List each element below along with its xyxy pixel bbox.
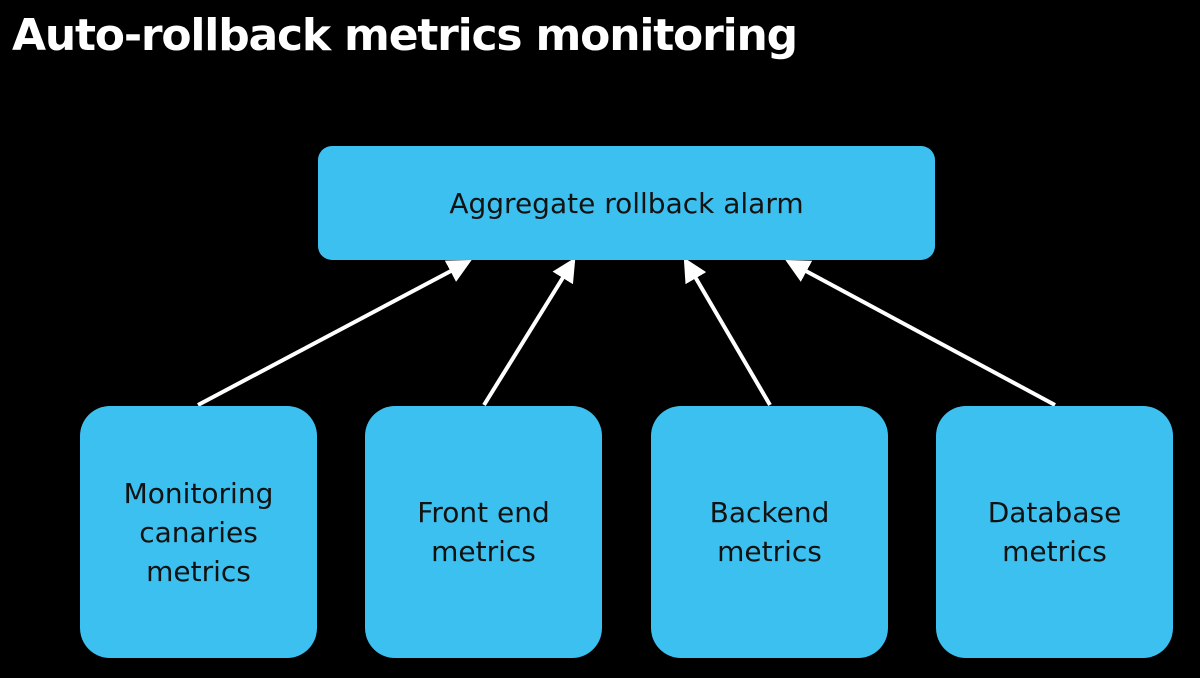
aggregate-rollback-alarm-box: Aggregate rollback alarm: [318, 146, 935, 260]
database-metrics-label: Database metrics: [987, 496, 1122, 568]
monitoring-canaries-metrics-label: Monitoring canaries metrics: [123, 476, 274, 588]
slide-title: Auto-rollback metrics monitoring: [12, 10, 798, 61]
arrow-backend-to-alarm: [683, 257, 772, 407]
database-metrics-box: Database metrics: [936, 406, 1173, 658]
arrow-canaries-to-alarm: [197, 260, 472, 407]
backend-metrics-label: Backend metrics: [709, 496, 830, 568]
front-end-metrics-label: Front end metrics: [417, 496, 550, 568]
monitoring-canaries-metrics-box: Monitoring canaries metrics: [80, 406, 317, 658]
front-end-metrics-box: Front end metrics: [365, 406, 602, 658]
backend-metrics-box: Backend metrics: [651, 406, 888, 658]
arrow-front-end-to-alarm: [482, 257, 576, 407]
aggregate-rollback-alarm-label: Aggregate rollback alarm: [449, 186, 804, 220]
arrow-database-to-alarm: [785, 259, 1056, 407]
